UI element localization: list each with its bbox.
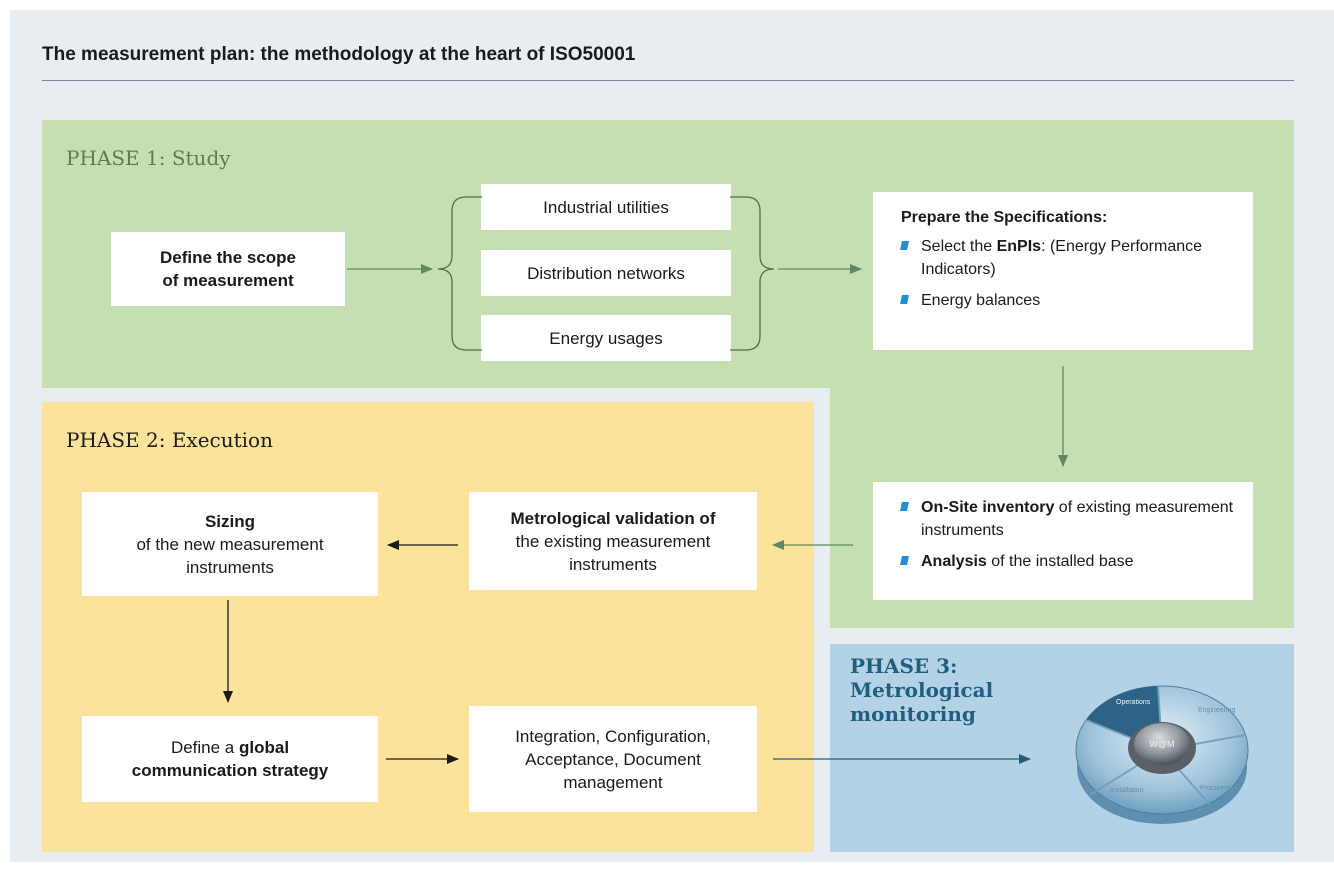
onsite-term: On-Site inventory bbox=[921, 499, 1055, 516]
enpis-suffix: : (Energy Performance Indicators) bbox=[921, 238, 1203, 278]
enpis-prefix: Select the bbox=[921, 238, 997, 255]
category-box-industrial-utilities: Industrial utilities bbox=[481, 184, 731, 230]
specifications-item-balances: Energy balances bbox=[900, 289, 1235, 312]
strategy-prefix: Define a bbox=[170, 738, 239, 757]
phase3-label-line2: Metrological bbox=[850, 678, 994, 702]
specifications-box: Prepare the Specifications: Select the E… bbox=[873, 192, 1253, 350]
wheel-segment-operations: Operations bbox=[1116, 699, 1151, 706]
page-title: The measurement plan: the methodology at… bbox=[42, 44, 636, 65]
inventory-item-analysis: Analysis of the installed base bbox=[900, 550, 1235, 573]
balances-label: Energy balances bbox=[921, 292, 1041, 309]
phase1-label: PHASE 1: Study bbox=[66, 146, 231, 170]
inventory-box: On-Site inventory of existing measuremen… bbox=[873, 482, 1253, 600]
strategy-bold2: communication strategy bbox=[131, 761, 329, 780]
wheel-hub bbox=[1134, 723, 1190, 765]
validation-rest: the existing measurement instruments bbox=[515, 531, 711, 574]
sizing-bold: Sizing bbox=[204, 511, 256, 531]
lifecycle-wheel-icon: Operations Engineering Procurement Insta… bbox=[1075, 685, 1249, 824]
left-brace bbox=[437, 196, 482, 351]
scope-line1: Define the scope bbox=[159, 248, 297, 267]
category-label: Distribution networks bbox=[527, 263, 685, 283]
analysis-term: Analysis bbox=[921, 553, 987, 570]
specifications-item-enpis: Select the EnPIs: (Energy Performance In… bbox=[900, 235, 1235, 281]
phase3-label-line3: monitoring bbox=[850, 702, 976, 726]
title-divider bbox=[42, 80, 1294, 81]
wheel-center-label: W@M bbox=[1149, 739, 1174, 749]
phase3-label-line1: PHASE 3: bbox=[850, 654, 958, 678]
sizing-box: Sizing of the new measurement instrument… bbox=[82, 492, 378, 596]
phase2-label: PHASE 2: Execution bbox=[66, 428, 273, 452]
wheel-segment-installation: Installation bbox=[1110, 787, 1144, 794]
category-box-energy-usages: Energy usages bbox=[481, 315, 731, 361]
validation-box: Metrological validation of the existing … bbox=[469, 492, 757, 590]
validation-bold: Metrological validation of bbox=[510, 508, 716, 528]
wheel-segment-procurement: Procurement bbox=[1200, 785, 1240, 792]
analysis-rest: of the installed base bbox=[986, 553, 1134, 570]
category-box-distribution-networks: Distribution networks bbox=[481, 250, 731, 296]
onsite-rest: of existing measurement instruments bbox=[921, 499, 1234, 539]
inventory-item-onsite: On-Site inventory of existing measuremen… bbox=[900, 496, 1235, 542]
category-label: Industrial utilities bbox=[543, 197, 669, 217]
wheel-segment-engineering: Engineering bbox=[1198, 707, 1235, 714]
category-label: Energy usages bbox=[549, 328, 663, 348]
specifications-heading: Prepare the Specifications: bbox=[901, 209, 1108, 226]
integration-box: Integration, Configuration, Acceptance, … bbox=[469, 706, 757, 812]
scope-box: Define the scope of measurement bbox=[111, 232, 345, 306]
scope-line2: of measurement bbox=[162, 271, 294, 290]
strategy-bold1: global bbox=[238, 738, 290, 757]
phase3-label: PHASE 3: Metrological monitoring bbox=[850, 654, 993, 726]
sizing-rest: of the new measurement instruments bbox=[136, 534, 324, 577]
right-brace bbox=[730, 196, 775, 351]
strategy-box: Define a global communication strategy bbox=[82, 716, 378, 802]
enpis-term: EnPIs bbox=[996, 238, 1042, 255]
integration-text: Integration, Configuration, Acceptance, … bbox=[515, 726, 711, 792]
